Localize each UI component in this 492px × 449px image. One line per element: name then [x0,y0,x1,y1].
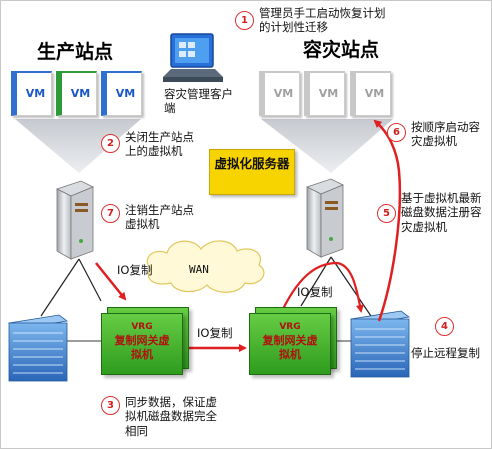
vm-label: VM [364,87,385,100]
wan-label: WAN [189,263,209,276]
virtualization-server-box: 虚拟化服务器 [209,149,295,195]
io-replication-label-middle: IO复制 [197,326,233,340]
vm-label: VM [70,87,91,100]
step-4-badge: 4 [435,317,454,336]
io-replication-arrow-left [95,262,127,301]
dr-vm-3: VM [350,71,391,116]
production-storage-array-icon [8,314,68,382]
production-server-icon [55,180,94,260]
vm-label: VM [25,87,46,100]
production-vm-2: VM [56,71,97,116]
dr-vm-1: VM [259,71,300,116]
dr-vm-2: VM [304,71,345,116]
io-replication-arc-right [282,261,364,313]
step-7-text: 注销生产站点虚拟机 [125,203,194,232]
io-replication-label-right: IO复制 [297,285,333,299]
production-site-title: 生产站点 [36,41,113,63]
computer-icon [163,33,223,82]
step-1-badge: 1 [235,11,254,30]
step-2-text: 关闭生产站点上的虚拟机 [125,130,194,159]
vrg-name: 复制网关虚拟机 [114,333,170,361]
step-2-badge: 2 [101,134,120,153]
dr-storage-array-icon [350,310,410,378]
step-1-text: 管理员手工启动恢复计划的计划性迁移 [259,6,386,35]
vm-label: VM [318,87,339,100]
vm-label: VM [115,87,136,100]
dr-management-client-label: 容灾管理客户端 [164,87,233,116]
step-7-badge: 7 [101,204,120,223]
step-5-badge: 5 [377,204,396,223]
production-vm-3: VM [101,71,142,116]
dr-server-icon [305,178,344,258]
step-6-badge: 6 [387,123,406,142]
step-4-text: 停止远程复制 [411,346,480,360]
step-3-badge: 3 [101,396,120,415]
vm-label: VM [273,87,294,100]
dr-site-title: 容灾站点 [302,39,379,61]
step-6-text: 按顺序启动容灾虚拟机 [411,120,480,149]
cloud-icon [146,240,265,293]
vrg-code: VRG [131,322,153,332]
step-5-text: 基于虚拟机最新磁盘数据注册容灾虚拟机 [401,191,482,234]
vrg-code: VRG [279,322,301,332]
step-3-text: 同步数据，保证虚拟机磁盘数据完全相同 [125,395,217,438]
vrg-name: 复制网关虚拟机 [262,333,318,361]
production-vm-funnel [15,119,141,173]
production-vm-1: VM [11,71,52,116]
io-replication-label-left: IO复制 [117,263,153,277]
dr-vm-funnel [261,119,393,173]
virtualization-server-label: 虚拟化服务器 [214,156,290,171]
